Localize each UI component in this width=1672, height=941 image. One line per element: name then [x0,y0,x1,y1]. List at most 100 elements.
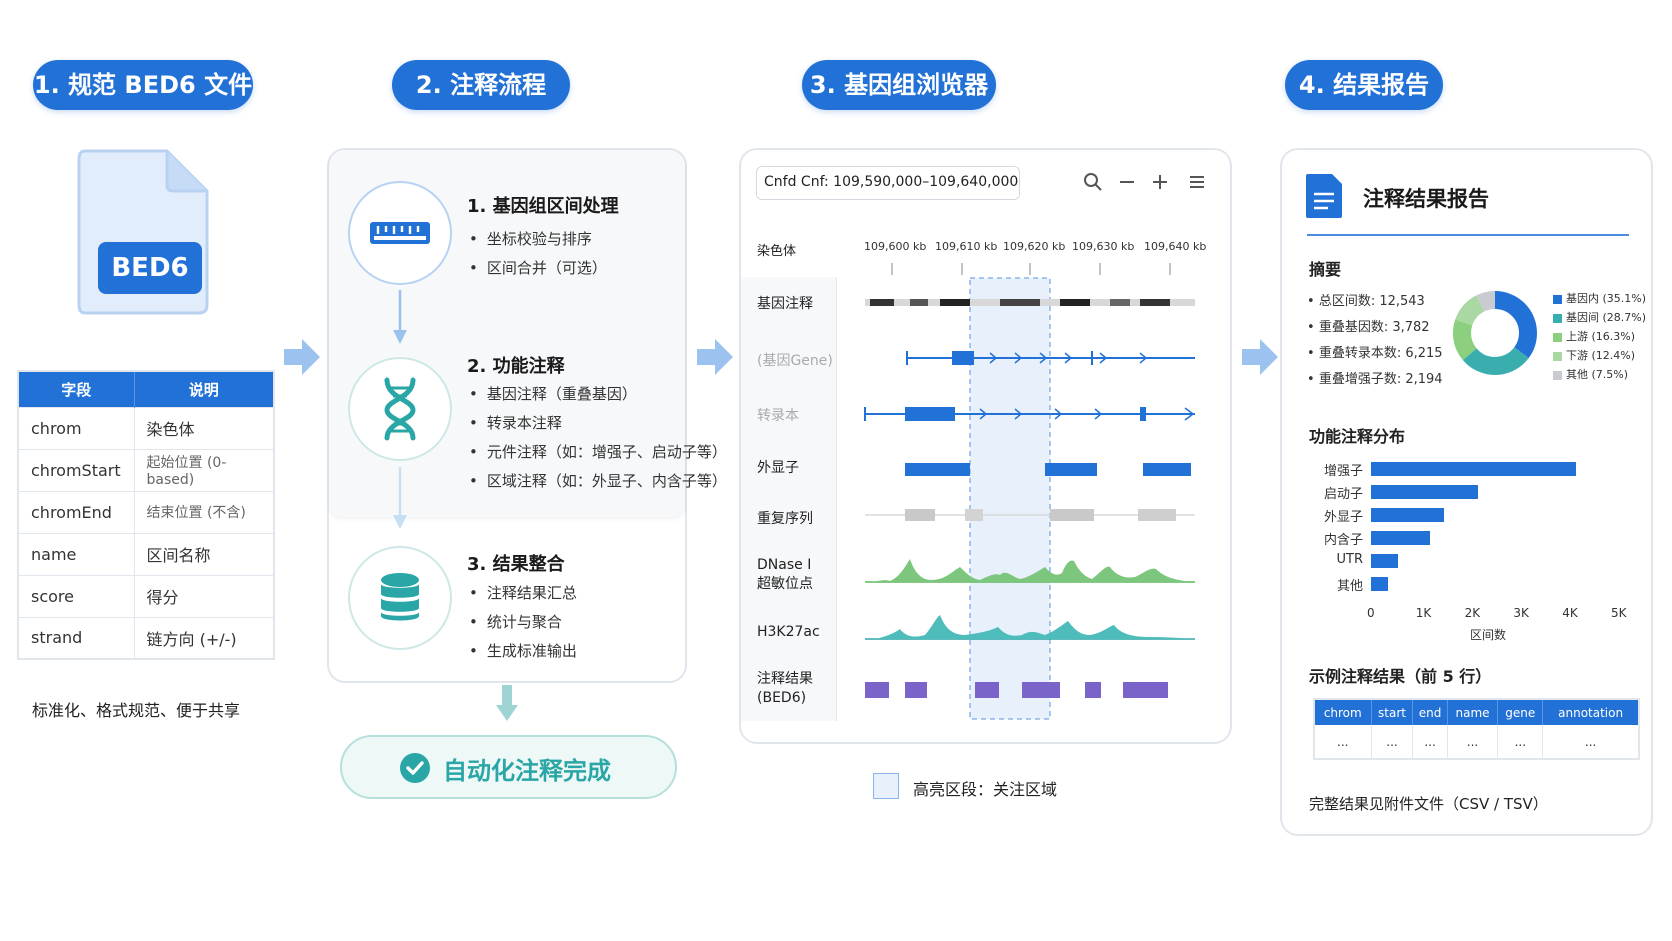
step3-title: 3. 结果整合 [467,554,565,575]
arrow-right-icon [1242,339,1278,375]
legend-item: 其他 (7.5%) [1553,366,1628,382]
bar [1371,554,1398,568]
table-header-desc: 说明 [134,371,275,407]
x-tick-label: 2K [1464,606,1481,620]
col-header: start [1371,699,1414,725]
bar-category-label: 其他 [1336,579,1363,594]
track-label-repeat: 重复序列 [757,511,813,527]
database-icon [381,573,419,621]
step3-items: 注释结果汇总 统计与聚合 生成标准输出 [469,579,577,666]
bar-category-label: UTR [1336,552,1364,567]
step1-title: 1. 基因组区间处理 [467,196,619,217]
menu-icon[interactable] [1187,172,1207,192]
field-desc: 染色体 [134,406,274,449]
ruler-tick-label: 109,610 kb [935,240,998,253]
track-label-exon: 外显子 [757,460,799,476]
col-header: end [1412,699,1448,725]
locus-text: Cnfd Cnf: 109,590,000–109,640,000 [764,174,1019,190]
list-item: 区域注释（如：外显子、内含子等） [469,467,727,496]
highlight-legend-swatch [873,773,899,799]
annotation-donut-chart [1453,291,1537,375]
track-label-bed6: 注释结果 (BED6) [757,671,813,706]
legend-swatch [1553,294,1562,304]
stat-item: • 总区间数: 12,543 [1307,294,1425,309]
bar [1371,577,1389,591]
section1-footer: 标准化、格式规范、便于共享 [32,701,241,720]
table-row: ... ... ... ... ... ... [1314,725,1640,759]
locus-input[interactable] [756,166,1020,200]
bar [1371,508,1445,522]
step2-circle [348,357,452,461]
table-header-field: 字段 [18,371,135,407]
bar-category-label: 启动子 [1323,487,1363,502]
done-label: 自动化注释完成 [443,757,611,785]
func-title: 功能注释分布 [1309,427,1406,446]
dna-icon [384,377,416,441]
list-item: 元件注释（如：增强子、启动子等） [469,438,727,467]
stat-item: • 重叠基因数: 3,782 [1307,320,1430,335]
section1-header: 1. 规范 BED6 文件 [33,60,253,110]
highlight-region [969,277,1051,720]
section3-header: 3. 基因组浏览器 [802,60,996,110]
col-header: gene [1497,699,1544,725]
field-name: chrom [18,406,135,449]
x-tick-label: 1K [1415,606,1432,620]
chrom-label: 染色体 [757,244,797,259]
arrow-down-icon [393,467,407,529]
list-item: 注释结果汇总 [469,579,577,608]
arrow-down-icon [496,685,518,721]
document-icon [1306,174,1342,218]
stat-item: • 重叠增强子数: 2,194 [1307,372,1443,387]
field-name: strand [18,616,135,659]
zoom-in-icon[interactable] [1150,172,1170,192]
track-label-h3k27ac: H3K27ac [757,624,820,640]
field-desc: 链方向 (+/-) [134,616,274,659]
cell: ... [1542,725,1640,759]
list-item: 坐标校验与排序 [469,225,607,254]
pie-slice [1453,291,1537,375]
legend-label: 基因间 (28.7%) [1566,311,1647,324]
section2-header: 2. 注释流程 [392,60,570,110]
legend-swatch [1553,351,1562,361]
legend-swatch [1553,332,1562,342]
cell: ... [1412,725,1448,759]
col-header: chrom [1314,699,1372,725]
stat-item: • 重叠转录本数: 6,215 [1307,346,1443,361]
ruler-tick-label: 109,630 kb [1072,240,1135,253]
field-name: name [18,532,135,575]
done-badge [340,735,677,799]
legend-swatch [1553,313,1562,323]
track-label-column [741,277,837,721]
field-desc: 结束位置 (不含) [134,490,274,533]
bar-category-label: 内含子 [1323,533,1363,548]
search-icon[interactable] [1083,172,1103,192]
bar-category-label: 增强子 [1323,464,1363,479]
example-result-table: chrom start end name gene annotation ...… [1313,698,1640,760]
field-name: chromStart [18,448,135,491]
ruler-tick-label: 109,640 kb [1144,240,1207,253]
cell: ... [1314,725,1372,759]
report-title: 注释结果报告 [1363,187,1489,211]
x-tick-label: 0 [1367,606,1375,620]
legend-item: 基因间 (28.7%) [1553,309,1646,325]
example-title: 示例注释结果（前 5 行） [1309,667,1492,686]
legend-item: 基因内 (35.1%) [1553,290,1646,306]
legend-label: 基因内 (35.1%) [1566,292,1647,305]
x-axis-label: 区间数 [1470,628,1507,642]
ruler-tick-label: 109,620 kb [1003,240,1066,253]
highlight-legend-text: 高亮区段：关注区域 [913,780,1058,799]
field-desc: 得分 [134,574,274,617]
arrow-right-icon [697,339,733,375]
step1-items: 坐标校验与排序 区间合并（可选） [469,225,607,283]
zoom-out-icon[interactable] [1117,172,1137,192]
cell: ... [1497,725,1544,759]
legend-swatch [1553,370,1562,380]
step3-circle [348,546,452,650]
field-name: score [18,574,135,617]
